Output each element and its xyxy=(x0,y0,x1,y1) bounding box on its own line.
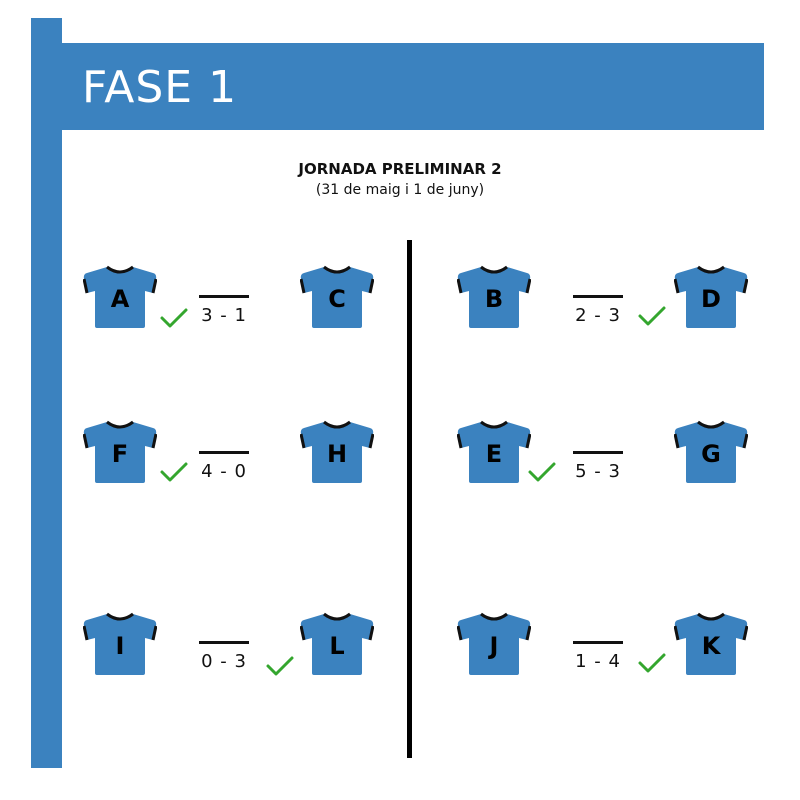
shirt-icon xyxy=(457,420,531,483)
score-text: 0 - 3 xyxy=(201,651,247,672)
shirt-icon xyxy=(457,265,531,328)
left-accent-bar xyxy=(31,18,62,768)
team-shirt-home: E xyxy=(457,420,531,484)
score-text: 2 - 3 xyxy=(575,305,621,326)
match-score: 5 - 3 xyxy=(573,451,623,482)
team-letter: G xyxy=(701,440,721,468)
shirt-icon xyxy=(457,612,531,675)
team-letter: E xyxy=(485,440,503,468)
score-line xyxy=(199,641,249,644)
header-banner xyxy=(31,43,764,130)
team-letter: J xyxy=(489,632,499,660)
team-shirt-home: I xyxy=(83,612,157,676)
team-letter: F xyxy=(111,440,129,468)
team-shirt-away: K xyxy=(674,612,748,676)
team-letter: D xyxy=(701,285,721,313)
round-dates: (31 de maig i 1 de juny) xyxy=(315,182,485,198)
shirt-icon xyxy=(674,612,748,675)
team-shirt-away: G xyxy=(674,420,748,484)
team-shirt-home: A xyxy=(83,265,157,329)
team-letter: L xyxy=(329,632,345,660)
team-shirt-away: H xyxy=(300,420,374,484)
team-shirt-home: F xyxy=(83,420,157,484)
column-divider xyxy=(407,240,412,758)
team-shirt-away: L xyxy=(300,612,374,676)
score-text: 1 - 4 xyxy=(575,651,621,672)
shirt-icon xyxy=(300,612,374,675)
check-icon xyxy=(638,306,666,326)
team-letter: I xyxy=(115,632,125,660)
round-title: JORNADA PRELIMINAR 2 xyxy=(298,160,502,178)
team-shirt-away: D xyxy=(674,265,748,329)
team-letter: K xyxy=(701,632,721,660)
shirt-icon xyxy=(83,265,157,328)
match-score: 1 - 4 xyxy=(573,641,623,672)
team-shirt-away: C xyxy=(300,265,374,329)
score-line xyxy=(573,295,623,298)
team-letter: H xyxy=(326,440,348,468)
score-line xyxy=(199,295,249,298)
team-letter: C xyxy=(328,285,346,313)
check-icon xyxy=(266,656,294,676)
check-icon xyxy=(638,653,666,673)
shirt-icon xyxy=(83,420,157,483)
match-score: 3 - 1 xyxy=(199,295,249,326)
score-text: 3 - 1 xyxy=(201,305,247,326)
page-title: FASE 1 xyxy=(82,62,238,113)
shirt-icon xyxy=(300,420,374,483)
team-letter: B xyxy=(484,285,504,313)
shirt-icon xyxy=(300,265,374,328)
check-icon xyxy=(528,462,556,482)
check-icon xyxy=(160,462,188,482)
shirt-icon xyxy=(674,420,748,483)
score-line xyxy=(199,451,249,454)
match-score: 2 - 3 xyxy=(573,295,623,326)
team-shirt-home: B xyxy=(457,265,531,329)
match-score: 4 - 0 xyxy=(199,451,249,482)
score-text: 5 - 3 xyxy=(575,461,621,482)
check-icon xyxy=(160,308,188,328)
score-line xyxy=(573,451,623,454)
score-line xyxy=(573,641,623,644)
team-shirt-home: J xyxy=(457,612,531,676)
score-text: 4 - 0 xyxy=(201,461,247,482)
shirt-icon xyxy=(83,612,157,675)
shirt-icon xyxy=(674,265,748,328)
match-score: 0 - 3 xyxy=(199,641,249,672)
team-letter: A xyxy=(110,285,130,313)
